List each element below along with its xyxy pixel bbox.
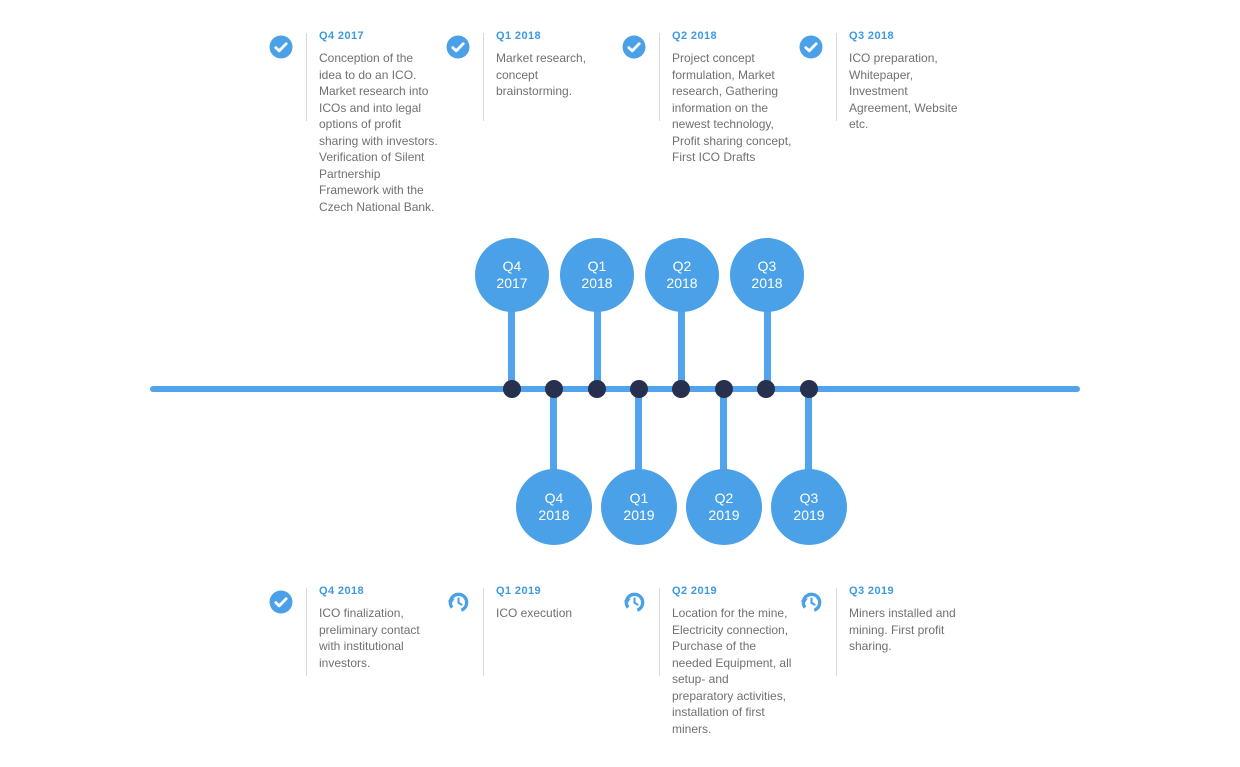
circle-quarter: Q2 — [714, 490, 734, 506]
milestone-q2-2018: Q2 2018 Project concept formulation, Mar… — [622, 28, 794, 166]
milestone-q4-2018: Q4 2018 ICO finalization, preliminary co… — [269, 583, 441, 676]
milestone-q3-2018: Q3 2018 ICO preparation, Whitepaper, Inv… — [799, 28, 971, 133]
timeline-circle-q3-2019: Q3 2019 — [771, 469, 847, 545]
circle-year: 2018 — [751, 275, 783, 291]
circle-quarter: Q3 — [757, 258, 777, 274]
milestone-description: Location for the mine, Electricity conne… — [672, 606, 792, 736]
circle-year: 2019 — [708, 507, 740, 523]
milestone-quarter-label: Q1 2019 — [496, 585, 542, 597]
check-icon — [622, 35, 646, 59]
milestone-description: Conception of the idea to do an ICO. Mar… — [319, 51, 438, 214]
timeline-stem — [678, 296, 685, 392]
timeline-stem — [635, 388, 642, 476]
divider — [836, 33, 837, 121]
milestone-description: ICO preparation, Whitepaper, Investment … — [849, 51, 958, 131]
history-icon — [622, 590, 646, 614]
timeline-stem — [764, 296, 771, 392]
timeline-stem — [594, 296, 601, 392]
check-icon — [799, 35, 823, 59]
circle-quarter: Q2 — [672, 258, 692, 274]
circle-year: 2017 — [496, 275, 528, 291]
milestone-quarter-label: Q4 2018 — [319, 585, 365, 597]
circle-year: 2018 — [666, 275, 698, 291]
milestone-quarter-label: Q3 2018 — [849, 30, 895, 42]
milestone-quarter-label: Q3 2019 — [849, 585, 895, 597]
timeline-circle-q4-2017: Q4 2017 — [475, 238, 549, 312]
timeline-node-dot — [630, 380, 648, 398]
milestone-quarter-label: Q2 2018 — [672, 30, 718, 42]
circle-year: 2019 — [623, 507, 655, 523]
timeline-node-dot — [588, 380, 606, 398]
circle-quarter: Q4 — [544, 490, 564, 506]
milestone-q1-2019: Q1 2019 ICO execution — [446, 583, 618, 676]
circle-quarter: Q3 — [799, 490, 819, 506]
milestone-description: Miners installed and mining. First profi… — [849, 606, 956, 653]
divider — [483, 588, 484, 676]
timeline-node-dot — [715, 380, 733, 398]
milestone-q1-2018: Q1 2018 Market research, concept brainst… — [446, 28, 618, 121]
divider — [306, 33, 307, 121]
divider — [306, 588, 307, 676]
milestone-q4-2017: Q4 2017 Conception of the idea to do an … — [269, 28, 441, 215]
timeline-circle-q1-2018: Q1 2018 — [560, 238, 634, 312]
circle-year: 2019 — [793, 507, 825, 523]
timeline-node-dot — [757, 380, 775, 398]
history-icon — [446, 590, 470, 614]
milestone-quarter-label: Q4 2017 — [319, 30, 365, 42]
timeline-circle-q2-2019: Q2 2019 — [686, 469, 762, 545]
milestone-quarter-label: Q1 2018 — [496, 30, 542, 42]
milestone-description: ICO execution — [496, 606, 573, 620]
milestone-description: Market research, concept brainstorming. — [496, 51, 587, 98]
circle-quarter: Q1 — [629, 490, 649, 506]
timeline-stem — [805, 388, 812, 476]
timeline-circle-q1-2019: Q1 2019 — [601, 469, 677, 545]
history-icon — [799, 590, 823, 614]
check-icon — [446, 35, 470, 59]
timeline-axis — [150, 386, 1080, 392]
timeline-circle-q2-2018: Q2 2018 — [645, 238, 719, 312]
timeline-stem — [508, 296, 515, 392]
circle-quarter: Q1 — [587, 258, 607, 274]
check-icon — [269, 590, 293, 614]
check-icon — [269, 35, 293, 59]
timeline-node-dot — [800, 380, 818, 398]
milestone-q2-2019: Q2 2019 Location for the mine, Electrici… — [622, 583, 794, 737]
timeline-circle-q3-2018: Q3 2018 — [730, 238, 804, 312]
timeline-stem — [550, 388, 557, 476]
milestone-description: Project concept formulation, Market rese… — [672, 51, 792, 164]
divider — [836, 588, 837, 676]
timeline-stem — [720, 388, 727, 476]
timeline-node-dot — [545, 380, 563, 398]
timeline-node-dot — [503, 380, 521, 398]
timeline-node-dot — [672, 380, 690, 398]
milestone-quarter-label: Q2 2019 — [672, 585, 718, 597]
timeline-circle-q4-2018: Q4 2018 — [516, 469, 592, 545]
circle-year: 2018 — [538, 507, 570, 523]
divider — [659, 588, 660, 676]
divider — [659, 33, 660, 121]
milestone-description: ICO finalization, preliminary contact wi… — [319, 606, 420, 670]
divider — [483, 33, 484, 121]
circle-year: 2018 — [581, 275, 613, 291]
circle-quarter: Q4 — [502, 258, 522, 274]
milestone-q3-2019: Q3 2019 Miners installed and mining. Fir… — [799, 583, 971, 676]
